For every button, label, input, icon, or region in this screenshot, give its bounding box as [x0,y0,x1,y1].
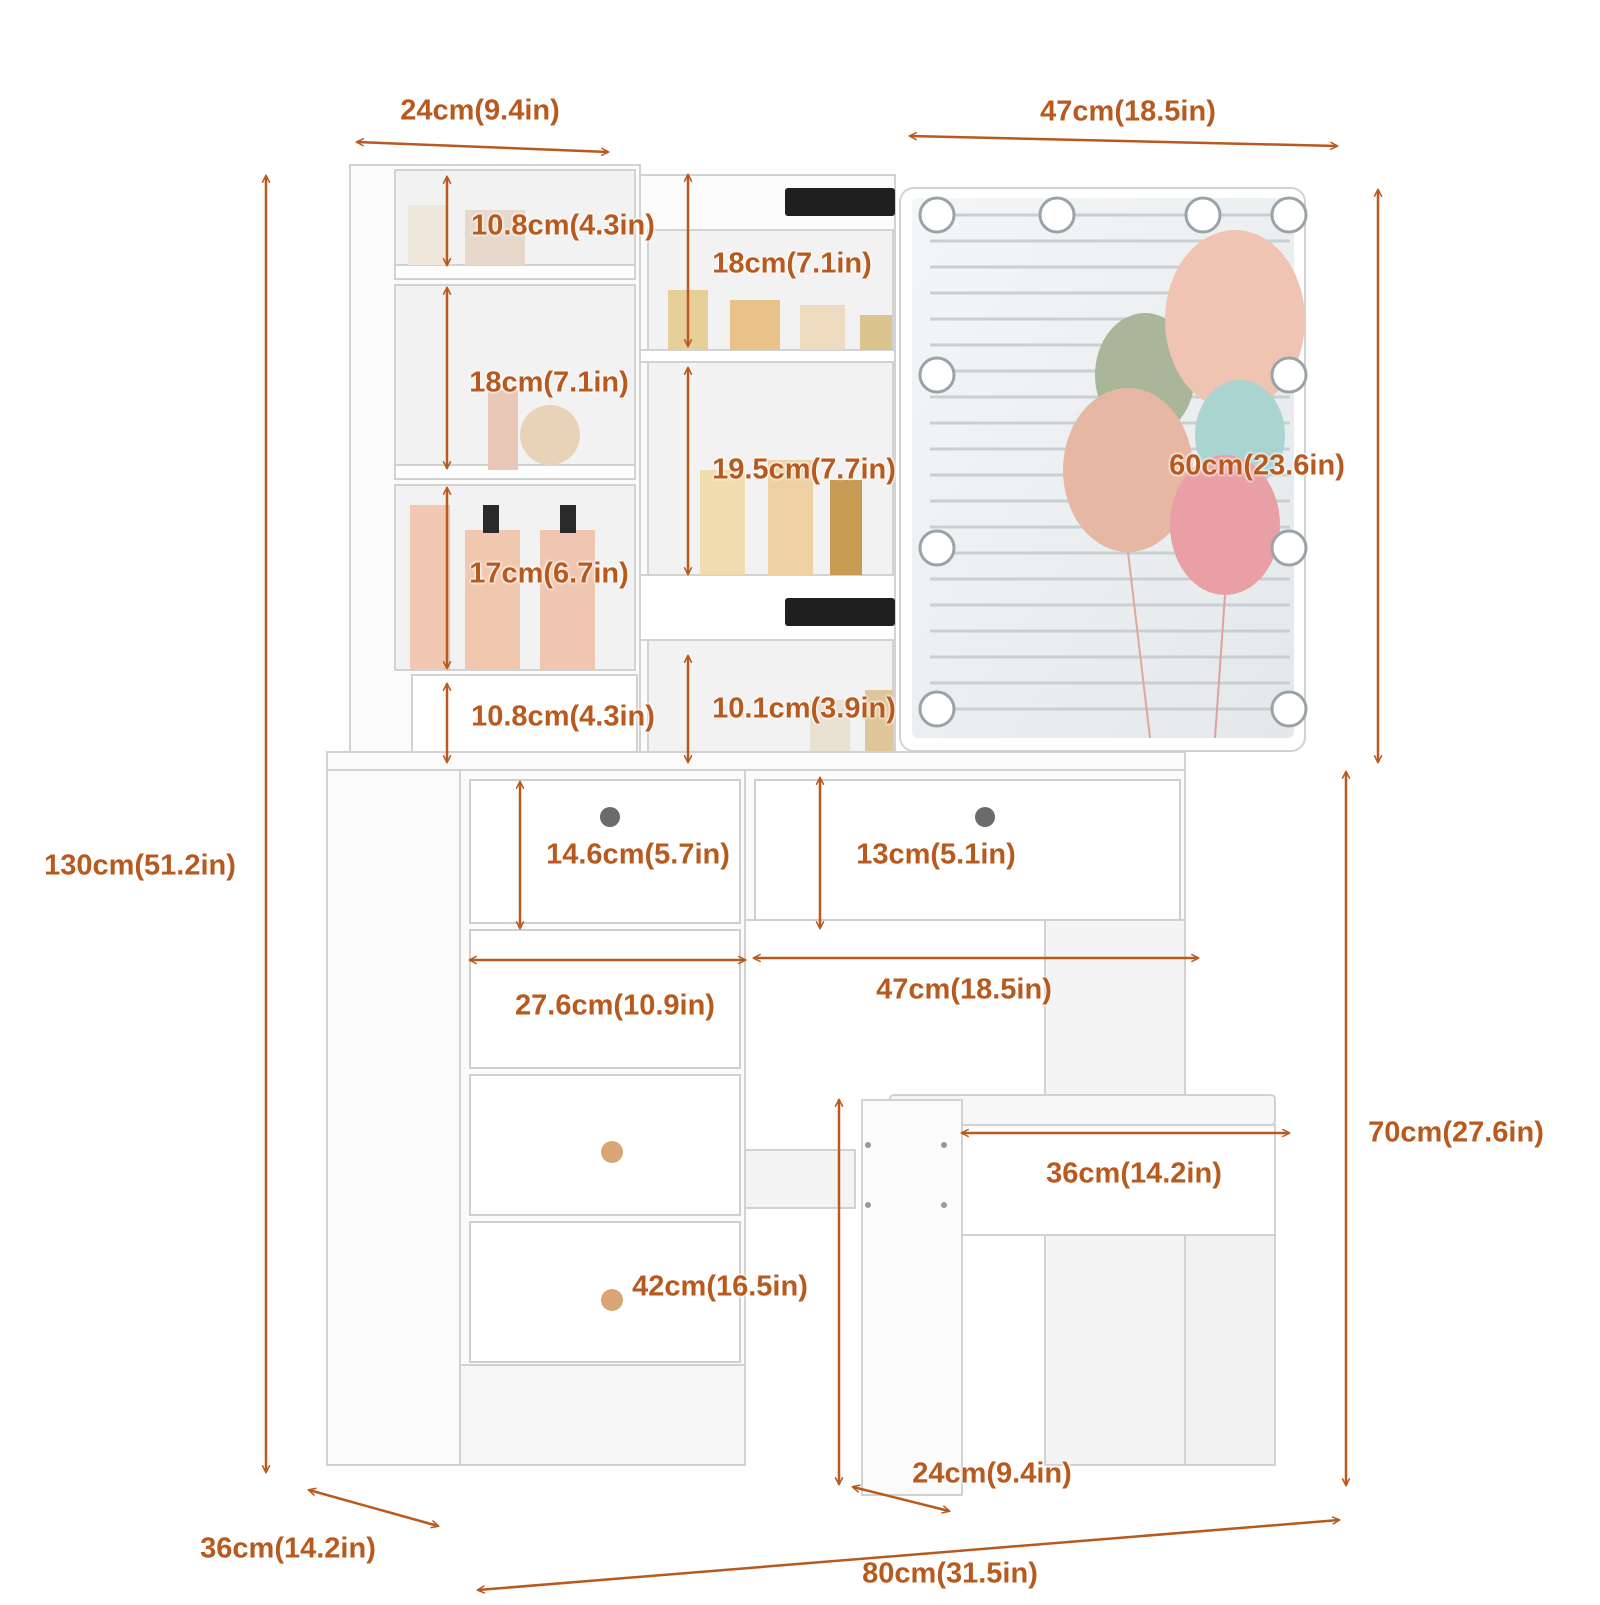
double-arrow-icon [478,1520,1339,1590]
led-bulb-icon [918,690,956,728]
mirror-width-label: 47cm(18.5in) [1040,95,1216,128]
total-height-label: 130cm(51.2in) [44,849,236,882]
led-bulb-icon [1270,356,1308,394]
stool-depth-label: 24cm(9.4in) [912,1457,1072,1490]
knee-width-label: 47cm(18.5in) [876,973,1052,1006]
led-bulb-icon [1184,196,1222,234]
left-drawer-label: 10.8cm(4.3in) [471,700,655,733]
dimension-arrows [266,136,1378,1590]
double-arrow-icon [853,1487,949,1511]
stool-width-label: 36cm(14.2in) [1046,1157,1222,1190]
stool-height-label: 42cm(16.5in) [632,1270,808,1303]
middle-shelf-3-label: 10.1cm(3.9in) [712,692,896,725]
keyhole-icon [975,807,995,827]
drawer-knob-icon [601,1289,623,1311]
led-bulb-icon [918,529,956,567]
led-bulb-icon [1270,196,1308,234]
drawer-locks [600,807,995,1311]
balloons [1063,230,1305,739]
double-arrow-icon [910,136,1337,146]
drawer-knob-icon [601,1141,623,1163]
led-bulb-icon [1270,529,1308,567]
led-bulb-icon [918,196,956,234]
desk-width-label: 80cm(31.5in) [862,1557,1038,1590]
left-shelf-1-label: 10.8cm(4.3in) [471,209,655,242]
left-shelf-3-label: 17cm(6.7in) [469,557,629,590]
drawer-width-label: 27.6cm(10.9in) [515,989,715,1022]
middle-shelf-1-label: 18cm(7.1in) [712,247,872,280]
hutch-width-label: 24cm(9.4in) [400,94,560,127]
middle-shelf-2-label: 19.5cm(7.7in) [712,453,896,486]
desk-drawers [469,779,1181,1363]
keyhole-icon [600,807,620,827]
double-arrow-icon [309,1490,438,1526]
led-bulb-icon [1038,196,1076,234]
stool [861,1094,1276,1496]
mirror-height-label: 60cm(23.6in) [1169,449,1345,482]
lighted-mirror [899,187,1308,752]
desk-height-label: 70cm(27.6in) [1368,1116,1544,1149]
drawer-left-height-label: 14.6cm(5.7in) [546,838,730,871]
left-shelf-2-label: 18cm(7.1in) [469,366,629,399]
drawer-right-height-label: 13cm(5.1in) [856,838,1016,871]
led-bulb-icon [1270,690,1308,728]
hinge-icons [785,188,895,626]
desk-depth-label: 36cm(14.2in) [200,1532,376,1565]
shelf-products-middle [668,290,893,760]
led-bulb-icon [918,356,956,394]
double-arrow-icon [357,142,608,152]
